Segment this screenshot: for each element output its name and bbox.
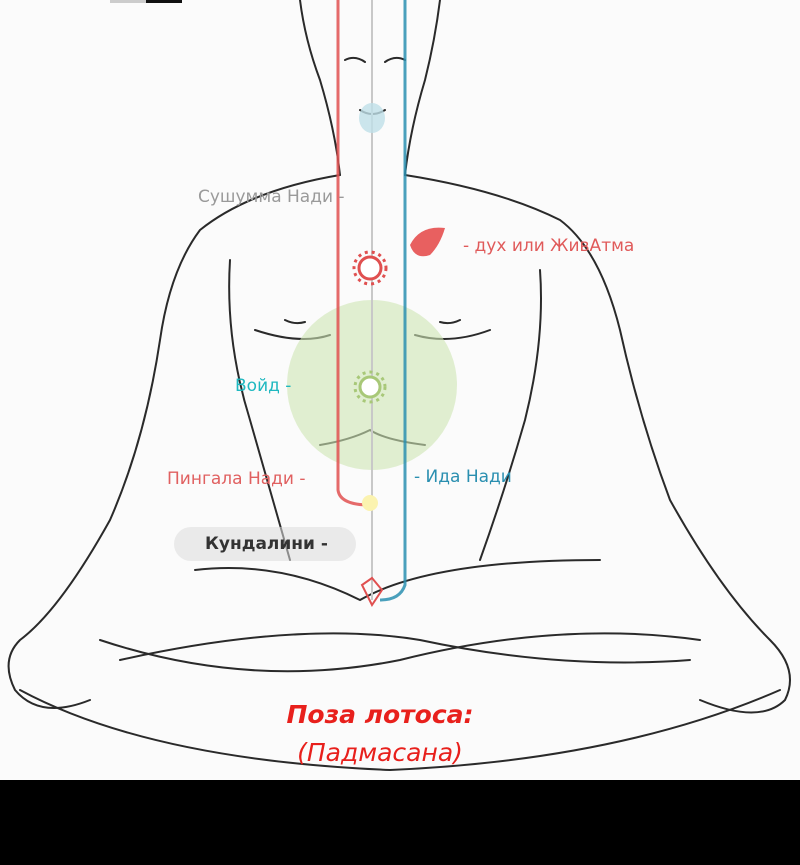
ida-line — [379, 0, 407, 602]
throat-chakra — [359, 103, 385, 133]
lotus-figure-illustration — [7, 0, 791, 772]
legs-bottom-outline — [19, 689, 781, 772]
label-kundalini: Кундалини - — [174, 527, 356, 561]
flame-icon — [410, 227, 445, 257]
label-ida: - Ида Нади — [414, 467, 512, 487]
title-line-2: (Падмасана) — [297, 738, 463, 767]
hands-line — [194, 559, 601, 602]
label-void: Войд - — [235, 376, 292, 396]
thumbnail-strip — [110, 0, 182, 3]
right-arm-outline — [404, 174, 791, 714]
neck-left-line — [299, 0, 341, 176]
label-spirit: - дух или ЖивАтма — [463, 236, 635, 256]
label-sushumna: Сушумма Нади - — [198, 187, 345, 207]
heart-sun-icon — [352, 250, 388, 286]
title-line-1: Поза лотоса: — [286, 700, 474, 729]
left-arm-outline — [7, 174, 341, 709]
bottom-black-bar — [0, 780, 800, 865]
void-sun-icon — [353, 370, 387, 404]
lower-sun-icon — [362, 495, 378, 511]
neck-right-line — [404, 0, 441, 176]
label-pingala: Пингала Нади - — [167, 469, 306, 489]
root-chakra-icon — [360, 576, 384, 607]
